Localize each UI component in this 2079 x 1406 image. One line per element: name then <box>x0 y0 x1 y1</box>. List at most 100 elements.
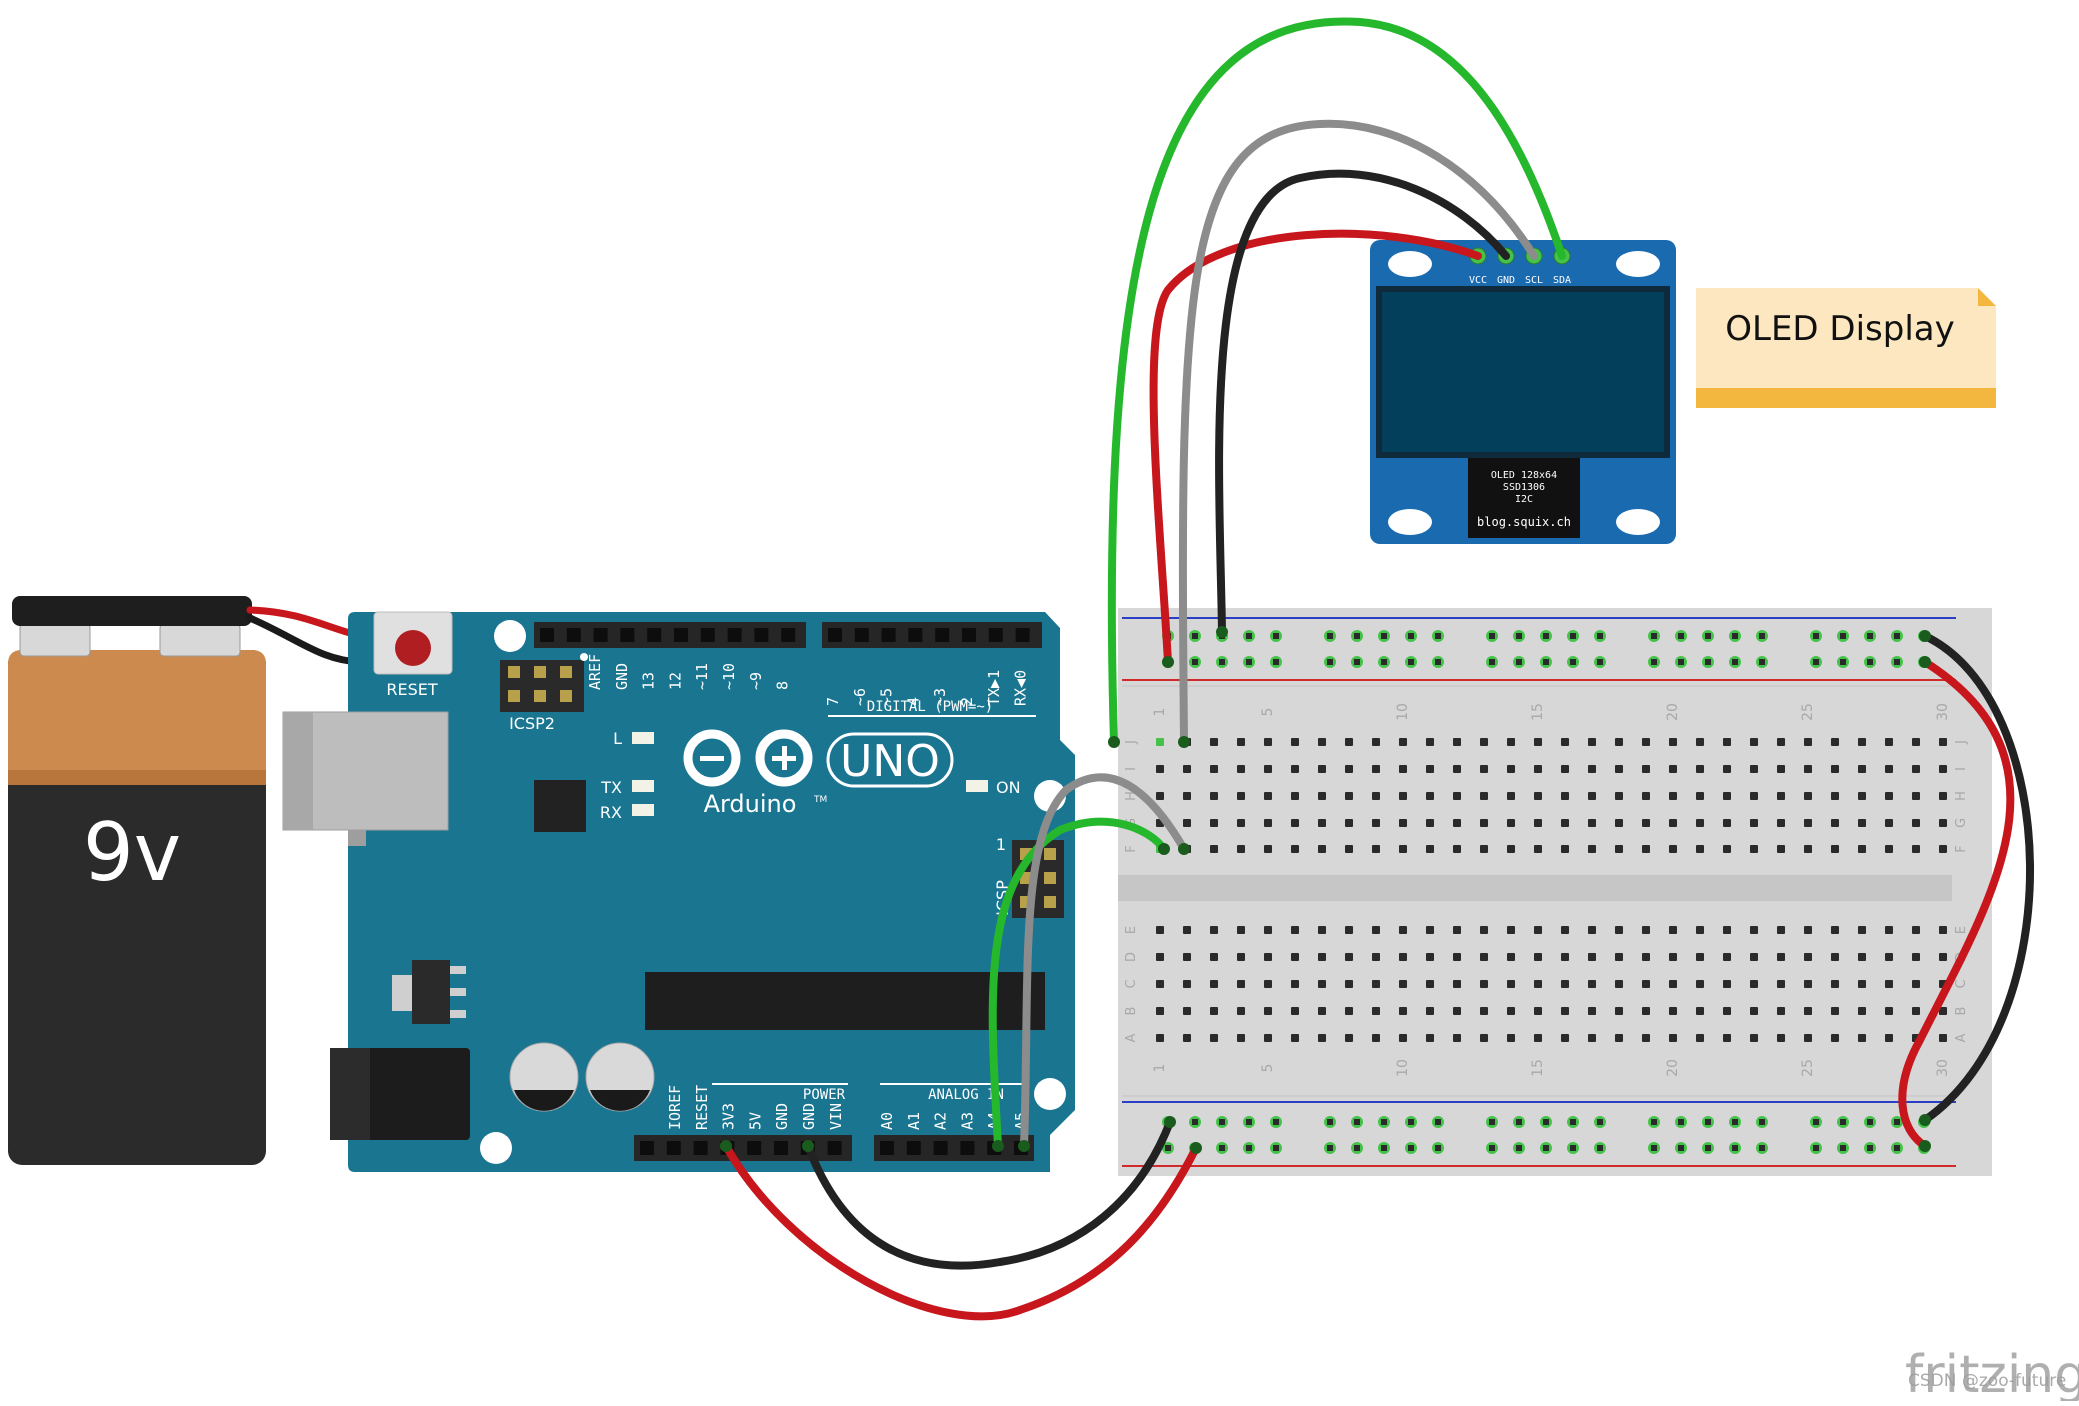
breadboard-hole[interactable] <box>1561 819 1569 827</box>
breadboard-hole[interactable] <box>1588 792 1596 800</box>
breadboard-hole[interactable] <box>1588 1007 1596 1015</box>
breadboard-hole[interactable] <box>1777 980 1785 988</box>
breadboard-hole[interactable] <box>1291 980 1299 988</box>
header-pin[interactable] <box>988 628 1003 642</box>
breadboard-hole[interactable] <box>1912 980 1920 988</box>
breadboard-hole[interactable] <box>1426 1007 1434 1015</box>
breadboard-hole[interactable] <box>1372 980 1380 988</box>
breadboard-hole[interactable] <box>1156 926 1164 934</box>
breadboard-hole[interactable] <box>1696 845 1704 853</box>
breadboard-hole[interactable] <box>1156 980 1164 988</box>
breadboard-hole[interactable] <box>1777 738 1785 746</box>
breadboard-hole[interactable] <box>1750 926 1758 934</box>
breadboard-hole[interactable] <box>1939 792 1947 800</box>
header-pin[interactable] <box>508 690 520 702</box>
breadboard-hole[interactable] <box>1480 980 1488 988</box>
breadboard-hole[interactable] <box>1750 819 1758 827</box>
breadboard-hole[interactable] <box>1939 1034 1947 1042</box>
breadboard-hole[interactable] <box>1615 1007 1623 1015</box>
breadboard-hole[interactable] <box>1426 953 1434 961</box>
header-pin[interactable] <box>774 1141 788 1155</box>
breadboard-hole[interactable] <box>1534 819 1542 827</box>
breadboard-hole[interactable] <box>1669 926 1677 934</box>
breadboard-hole[interactable] <box>1453 738 1461 746</box>
breadboard-hole[interactable] <box>1372 792 1380 800</box>
header-pin[interactable] <box>560 690 572 702</box>
breadboard-hole[interactable] <box>1723 1007 1731 1015</box>
header-pin[interactable] <box>534 690 546 702</box>
breadboard-hole[interactable] <box>1399 792 1407 800</box>
breadboard-hole[interactable] <box>1264 738 1272 746</box>
header-pin[interactable] <box>540 628 554 642</box>
breadboard-hole[interactable] <box>1885 765 1893 773</box>
breadboard-hole[interactable] <box>1777 845 1785 853</box>
breadboard-hole[interactable] <box>1372 1007 1380 1015</box>
breadboard-hole[interactable] <box>1372 953 1380 961</box>
breadboard-hole[interactable] <box>1696 980 1704 988</box>
header-pin[interactable] <box>935 628 950 642</box>
breadboard-hole[interactable] <box>1291 1034 1299 1042</box>
breadboard-hole[interactable] <box>1750 980 1758 988</box>
breadboard-hole[interactable] <box>1723 953 1731 961</box>
breadboard-hole[interactable] <box>1318 1007 1326 1015</box>
breadboard-hole[interactable] <box>1804 738 1812 746</box>
breadboard-hole[interactable] <box>1750 765 1758 773</box>
header-pin[interactable] <box>908 628 923 642</box>
breadboard-hole[interactable] <box>1912 765 1920 773</box>
breadboard-hole[interactable] <box>1723 980 1731 988</box>
breadboard-hole[interactable] <box>1480 926 1488 934</box>
breadboard-hole[interactable] <box>1750 792 1758 800</box>
breadboard-hole[interactable] <box>1345 926 1353 934</box>
breadboard-hole[interactable] <box>1750 1007 1758 1015</box>
breadboard-hole[interactable] <box>1183 953 1191 961</box>
breadboard-hole[interactable] <box>1831 765 1839 773</box>
breadboard-hole[interactable] <box>1345 1007 1353 1015</box>
header-pin[interactable] <box>560 666 572 678</box>
breadboard-hole[interactable] <box>1534 1034 1542 1042</box>
breadboard-hole[interactable] <box>1480 845 1488 853</box>
breadboard-hole[interactable] <box>1453 792 1461 800</box>
breadboard-hole[interactable] <box>1345 845 1353 853</box>
breadboard-hole[interactable] <box>1669 845 1677 853</box>
breadboard-hole[interactable] <box>1345 1034 1353 1042</box>
breadboard-hole[interactable] <box>1399 926 1407 934</box>
breadboard-hole[interactable] <box>1426 980 1434 988</box>
breadboard-hole[interactable] <box>1750 738 1758 746</box>
breadboard-hole[interactable] <box>1480 1007 1488 1015</box>
breadboard-hole[interactable] <box>1831 738 1839 746</box>
breadboard-hole[interactable] <box>1183 765 1191 773</box>
breadboard-hole[interactable] <box>1939 819 1947 827</box>
breadboard-hole[interactable] <box>1885 1034 1893 1042</box>
breadboard-hole[interactable] <box>1831 980 1839 988</box>
breadboard-hole[interactable] <box>1588 819 1596 827</box>
breadboard-hole[interactable] <box>1750 845 1758 853</box>
breadboard-hole[interactable] <box>1480 792 1488 800</box>
breadboard-hole[interactable] <box>1642 792 1650 800</box>
breadboard-hole[interactable] <box>1912 845 1920 853</box>
breadboard-hole[interactable] <box>1318 765 1326 773</box>
breadboard-hole[interactable] <box>1399 765 1407 773</box>
header-pin[interactable] <box>880 1141 894 1155</box>
breadboard-hole[interactable] <box>1615 1034 1623 1042</box>
breadboard-hole[interactable] <box>1480 765 1488 773</box>
breadboard-hole[interactable] <box>1588 953 1596 961</box>
breadboard-hole[interactable] <box>1858 738 1866 746</box>
breadboard-hole[interactable] <box>1804 792 1812 800</box>
breadboard-hole[interactable] <box>1912 819 1920 827</box>
breadboard-hole[interactable] <box>1318 738 1326 746</box>
breadboard-hole[interactable] <box>1372 926 1380 934</box>
breadboard-hole[interactable] <box>1210 926 1218 934</box>
breadboard-hole[interactable] <box>1804 926 1812 934</box>
breadboard-hole[interactable] <box>1318 845 1326 853</box>
breadboard-hole[interactable] <box>1237 980 1245 988</box>
breadboard-hole[interactable] <box>1615 792 1623 800</box>
breadboard-hole[interactable] <box>1615 953 1623 961</box>
breadboard-hole[interactable] <box>1912 1007 1920 1015</box>
breadboard-hole[interactable] <box>1642 953 1650 961</box>
breadboard-hole[interactable] <box>1858 792 1866 800</box>
header-pin[interactable] <box>781 628 796 642</box>
header-pin[interactable] <box>854 628 869 642</box>
breadboard-hole[interactable] <box>1507 926 1515 934</box>
breadboard-hole[interactable] <box>1696 1007 1704 1015</box>
breadboard-hole[interactable] <box>1399 819 1407 827</box>
